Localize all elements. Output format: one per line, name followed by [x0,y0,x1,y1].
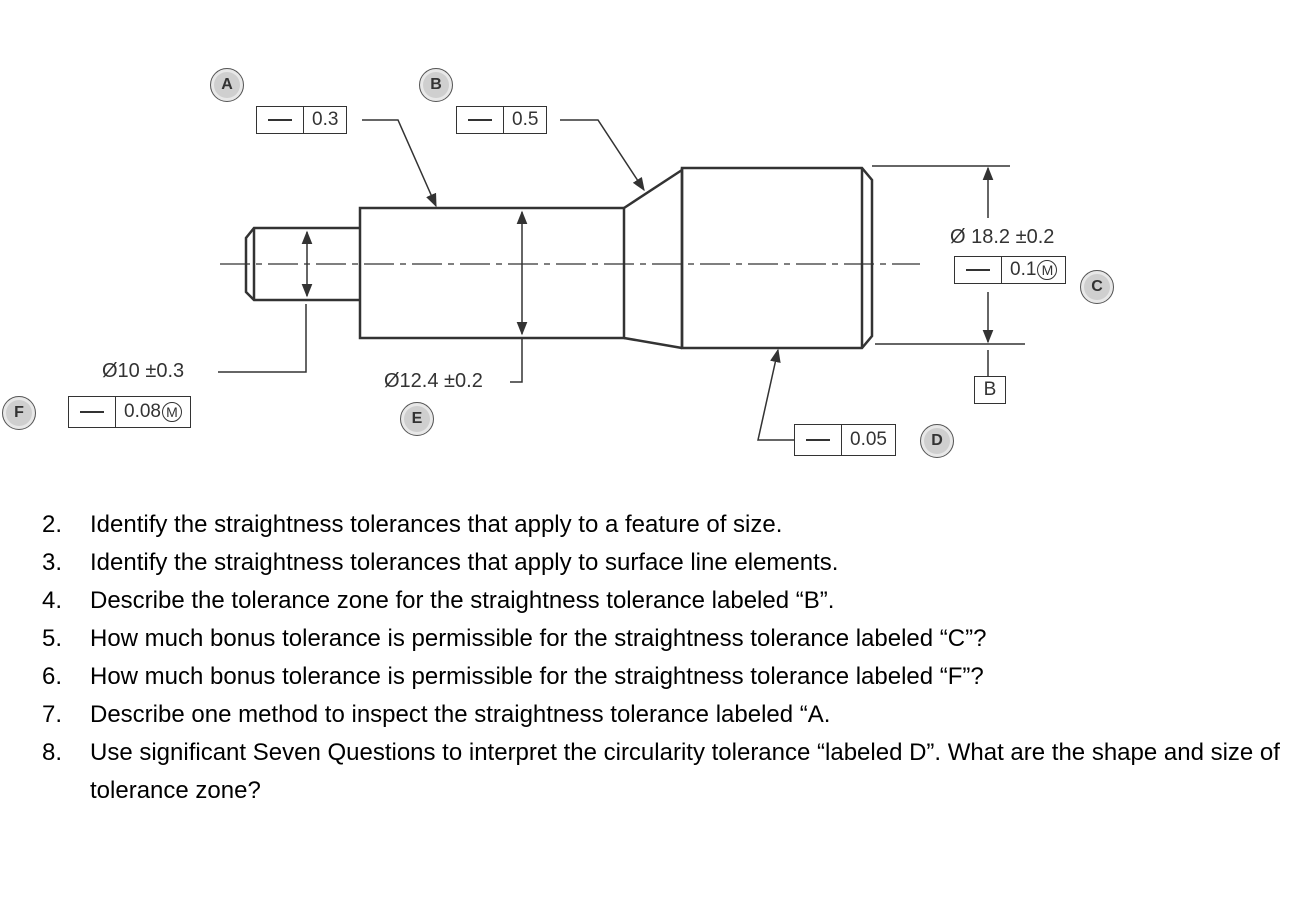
mmc-modifier-icon: M [1037,260,1058,280]
fcf-d: 0.05 [794,424,896,456]
question-item: 6.How much bonus tolerance is permissibl… [42,663,984,690]
middle-section [358,206,626,340]
straightness-symbol-icon [257,107,304,133]
dim-small-diameter: Ø10 ±0.3 [102,360,185,382]
fcf-d-value: 0.05 [850,429,887,450]
question-item: 5.How much bonus tolerance is permissibl… [42,625,987,652]
bubble-a: A [210,68,244,102]
question-item: 4.Describe the tolerance zone for the st… [42,587,835,614]
shaft-outline [244,166,874,350]
straightness-symbol-icon [69,397,116,427]
fcf-c-value: 0.1 [1010,259,1037,280]
dim-medium-diameter: Ø12.4 ±0.2 [384,370,483,392]
leader-d [757,348,794,441]
straightness-symbol-icon [795,425,842,455]
pilot-section [244,226,360,302]
question-item: 2.Identify the straightness tolerances t… [42,511,783,538]
fcf-a-value: 0.3 [312,109,339,130]
taper [623,168,683,350]
datum-b-box: B [974,376,1006,404]
dim-large-diameter: Ø 18.2 ±0.2 [950,226,1055,248]
leader-medium-dim [510,338,523,383]
leader-b [560,119,645,192]
question-item: 3.Identify the straightness tolerances t… [42,549,839,576]
leader-a [362,119,437,208]
question-list: 2.Identify the straightness tolerances t… [42,506,1292,810]
fcf-c: 0.1 M [954,256,1067,284]
bubble-d: D [920,424,954,458]
fcf-b: 0.5 [456,106,548,134]
mmc-modifier-icon: M [161,402,182,422]
bubble-c: C [1080,270,1114,304]
leader-small-dim [218,304,307,373]
fcf-a: 0.3 [256,106,348,134]
fcf-f-value: 0.08 [124,401,161,422]
fcf-b-value: 0.5 [512,109,539,130]
shaft-drawing-svg [218,119,1025,441]
bubble-f: F [2,396,36,430]
straightness-symbol-icon [457,107,504,133]
technical-drawing: 0.3 0.5 0.1 M 0.05 0.08 M Ø 18.2 ±0.2 Ø1… [2,68,1114,458]
question-item: 8.Use significant Seven Questions to int… [42,739,1280,804]
bubble-b: B [419,68,453,102]
question-item: 7.Describe one method to inspect the str… [42,701,831,728]
bubble-e: E [400,402,434,436]
large-section [680,166,874,350]
fcf-f: 0.08 M [68,396,191,428]
straightness-symbol-icon [955,257,1002,283]
